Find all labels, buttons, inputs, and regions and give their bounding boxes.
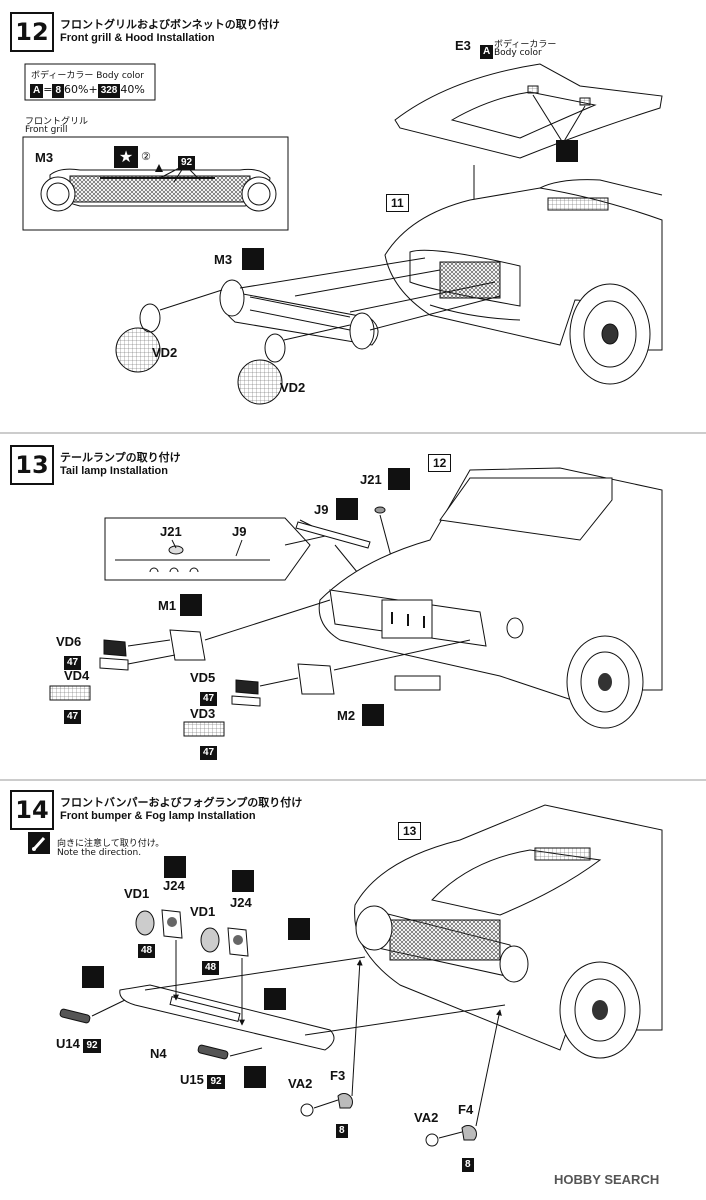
vd6-color: 47 xyxy=(64,650,82,670)
inset-j9: J9 xyxy=(232,524,247,539)
cement-icon-j24-right xyxy=(232,870,254,892)
hood-color-letter: A xyxy=(480,39,494,59)
part-vd1-right: VD1 xyxy=(190,904,216,919)
tail-lamp-left-parts xyxy=(49,629,206,701)
ref-step-13: 13 xyxy=(398,822,422,840)
car-front-step12 xyxy=(384,179,663,385)
step14-title-en: Front bumper & Fog lamp Installation xyxy=(60,810,256,822)
watermark: HOBBY SEARCH xyxy=(554,1172,660,1187)
step-number-12: 12 xyxy=(10,12,54,52)
ref-step-12: 12 xyxy=(428,454,452,472)
j21-part xyxy=(374,506,386,514)
glue-icon xyxy=(556,140,578,162)
grill-star-number: ② xyxy=(141,150,151,163)
car-front-step14 xyxy=(354,804,663,1059)
part-vd4: VD4 xyxy=(64,668,90,683)
grill-part-m3: M3 xyxy=(35,150,54,165)
cement-icon-j24-left xyxy=(164,856,186,878)
front-bumper-exploded xyxy=(119,984,335,1051)
step13-title-jp: テールランプの取り付け xyxy=(60,451,181,464)
u15-part xyxy=(197,1044,229,1060)
fog-lamp-right xyxy=(200,927,249,957)
f3-color: 8 xyxy=(336,1118,348,1138)
part-j24-right: J24 xyxy=(230,895,252,910)
part-n4: N4 xyxy=(150,1046,167,1061)
grill-color-code: 92 xyxy=(178,150,196,170)
note-jp: 向きに注意して取り付け。 xyxy=(57,839,165,849)
vd2-lens-right xyxy=(237,333,286,405)
inset-j21: J21 xyxy=(160,524,182,539)
step14-title-jp: フロントバンパーおよびフォグランプの取り付け xyxy=(60,796,303,809)
cement-icon-j9 xyxy=(336,498,358,520)
part-m1: M1 xyxy=(158,598,177,613)
part-f3: F3 xyxy=(330,1068,346,1083)
hood-part-e3: E3 xyxy=(455,38,471,53)
cement-icon-m1 xyxy=(180,594,202,616)
u14-part xyxy=(59,1008,91,1024)
part-j9: J9 xyxy=(314,502,329,517)
part-vd2-right: VD2 xyxy=(280,380,306,395)
f3-part xyxy=(337,1093,353,1109)
part-u15: U15 92 xyxy=(180,1072,225,1089)
part-u14: U14 92 xyxy=(56,1036,101,1053)
cement-icon-bumper xyxy=(288,918,310,940)
color-box-label: ボディーカラー Body color xyxy=(31,71,144,81)
hood-color-jp: ボディーカラー xyxy=(494,40,557,50)
note-en: Note the direction. xyxy=(57,848,142,858)
step13-title-en: Tail lamp Installation xyxy=(60,465,168,477)
glue-icon-bumper xyxy=(264,988,286,1010)
part-vd1-left: VD1 xyxy=(124,886,150,901)
part-va2-left: VA2 xyxy=(288,1076,313,1091)
step12-title-jp: フロントグリルおよびボンネットの取り付け xyxy=(60,18,280,31)
star-icon: ★ xyxy=(114,146,138,168)
hood-drawing xyxy=(394,63,663,159)
part-vd2-left: VD2 xyxy=(152,345,178,360)
va2-right xyxy=(425,1133,439,1147)
step-number-14: 14 xyxy=(10,790,54,830)
vd4-color: 47 xyxy=(64,704,82,724)
part-f4: F4 xyxy=(458,1102,474,1117)
vd1-right-color: 48 xyxy=(202,955,220,975)
car-rear-step13 xyxy=(318,467,663,729)
tail-lamp-right-parts xyxy=(183,663,335,737)
f4-color: 8 xyxy=(462,1152,474,1172)
vd1-left-color: 48 xyxy=(138,938,156,958)
vd5-color: 47 xyxy=(200,686,218,706)
vd3-color: 47 xyxy=(200,740,218,760)
part-j24-left: J24 xyxy=(163,878,185,893)
step-number-13: 13 xyxy=(10,445,54,485)
part-j21: J21 xyxy=(360,472,382,487)
step12-title-en: Front grill & Hood Installation xyxy=(60,32,215,44)
cement-icon-u14 xyxy=(82,966,104,988)
grill-label-jp: フロントグリル xyxy=(25,117,89,127)
part-va2-right: VA2 xyxy=(414,1110,439,1125)
va2-left xyxy=(300,1103,314,1117)
front-grill-exploded xyxy=(219,279,379,350)
cement-icon-m2 xyxy=(362,704,384,726)
cement-icon-m3 xyxy=(242,248,264,270)
cement-icon-u15 xyxy=(244,1066,266,1088)
vd2-lens-left xyxy=(115,303,161,373)
front-grill-drawing xyxy=(40,164,277,212)
part-vd5: VD5 xyxy=(190,670,216,685)
f4-part xyxy=(461,1125,477,1141)
ref-step-11: 11 xyxy=(386,194,409,212)
hood-color-en: Body color xyxy=(494,48,542,58)
part-m3: M3 xyxy=(214,252,233,267)
trunk-inset xyxy=(104,517,311,581)
body-color-box xyxy=(24,63,156,101)
part-vd3: VD3 xyxy=(190,706,216,721)
cement-icon-j21 xyxy=(388,468,410,490)
part-vd6: VD6 xyxy=(56,634,82,649)
fog-lamp-left xyxy=(135,909,183,939)
grill-label-en: Front grill xyxy=(25,125,68,135)
part-m2: M2 xyxy=(337,708,356,723)
j9-part xyxy=(295,521,371,549)
